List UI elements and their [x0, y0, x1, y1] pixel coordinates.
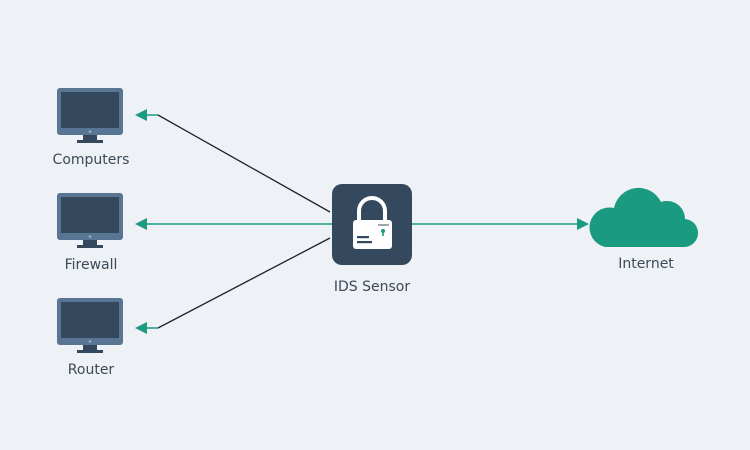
- connector-computers: [135, 109, 331, 213]
- router-monitor-icon: [57, 298, 123, 353]
- computers-monitor-icon: [57, 88, 123, 143]
- ids-sensor-label: IDS Sensor: [333, 279, 411, 295]
- connector-router: [135, 237, 331, 334]
- ids-sensor-lock-icon: [332, 184, 412, 265]
- internet-label: Internet: [618, 256, 674, 272]
- computers-label: Computers: [52, 152, 130, 168]
- internet-cloud-icon: [589, 187, 699, 248]
- firewall-monitor-icon: [57, 193, 123, 248]
- router-label: Router: [67, 362, 115, 378]
- firewall-label: Firewall: [64, 257, 118, 273]
